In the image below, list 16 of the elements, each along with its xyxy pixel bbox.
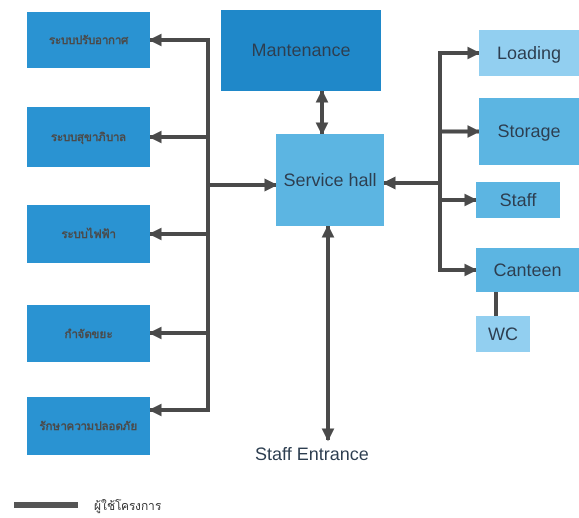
arrow: [322, 224, 334, 442]
process-box: Canteen: [476, 248, 579, 292]
process-box: Storage: [479, 98, 579, 165]
legend-label: ผู้ใช้โครงการ: [94, 498, 161, 515]
system-box: ระบบปรับอากาศ: [27, 12, 150, 68]
system-box: รักษาความปลอดภัย: [27, 397, 150, 455]
system-box: ระบบสุขาภิบาล: [27, 107, 150, 167]
system-box: ระบบไฟฟ้า: [27, 205, 150, 263]
process-box: Loading: [479, 30, 579, 76]
process-box: Mantenance: [221, 10, 381, 91]
process-box: Staff: [476, 182, 560, 218]
arrow: [316, 90, 328, 136]
system-box: กำจัดขยะ: [27, 305, 150, 362]
process-box: Service hall: [276, 134, 384, 226]
entrance-label: Staff Entrance: [255, 440, 369, 468]
process-box: WC: [476, 316, 530, 352]
